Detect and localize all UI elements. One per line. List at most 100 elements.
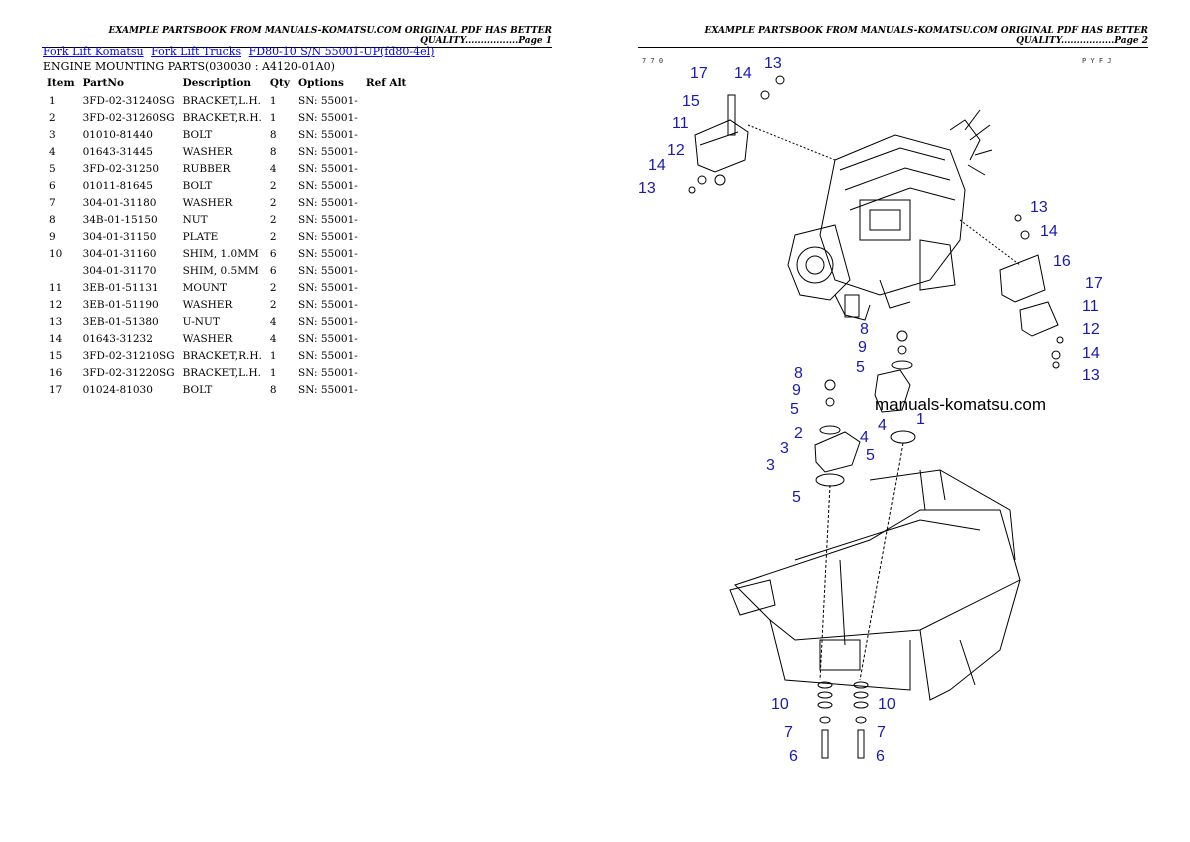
cell-partno: 01643-31232 bbox=[82, 332, 153, 345]
right-bracket-drawing bbox=[959, 214, 1064, 369]
col-header-options: Options bbox=[298, 77, 344, 89]
cell-description: BRACKET,L.H. bbox=[182, 94, 261, 107]
cell-description: BOLT bbox=[182, 179, 213, 192]
cell-options: SN: 55001- bbox=[298, 111, 358, 124]
cell-description: BOLT bbox=[182, 383, 213, 396]
cell-item: 9 bbox=[49, 230, 56, 243]
cell-options: SN: 55001- bbox=[298, 94, 358, 107]
callout-5: 5 bbox=[856, 359, 865, 376]
cell-qty: 4 bbox=[269, 162, 277, 175]
cell-item: 15 bbox=[49, 349, 63, 362]
parts-table: Item PartNo Description Qty Options Ref … bbox=[43, 76, 410, 398]
cell-partno: 01024-81030 bbox=[82, 383, 153, 396]
cell-ref-alt bbox=[362, 160, 411, 177]
callout-15: 15 bbox=[682, 93, 700, 110]
cell-ref-alt bbox=[362, 347, 411, 364]
cell-ref-alt bbox=[362, 330, 411, 347]
cell-qty: 2 bbox=[269, 230, 277, 243]
diagram-svg: 7 7 0 P Y F J bbox=[638, 55, 1112, 765]
parts-diagram: 7 7 0 P Y F J bbox=[620, 40, 1180, 784]
cell-options: SN: 55001- bbox=[298, 179, 358, 192]
callout-3: 3 bbox=[766, 457, 775, 474]
cell-description: BRACKET,R.H. bbox=[182, 349, 262, 362]
cell-qty: 2 bbox=[269, 298, 277, 311]
col-header-description: Description bbox=[182, 77, 252, 89]
cell-qty: 2 bbox=[269, 196, 277, 209]
page-header-left: EXAMPLE PARTSBOOK FROM MANUALS-KOMATSU.C… bbox=[42, 26, 552, 48]
callout-10: 10 bbox=[771, 696, 789, 713]
cell-ref-alt bbox=[362, 296, 411, 313]
callout-11: 11 bbox=[672, 115, 689, 132]
cell-item: 10 bbox=[49, 247, 63, 260]
breadcrumb-link-category[interactable]: Fork Lift Trucks bbox=[151, 45, 242, 58]
cell-options: SN: 55001- bbox=[298, 162, 358, 175]
cell-options: SN: 55001- bbox=[298, 196, 358, 209]
callout-13: 13 bbox=[1082, 367, 1100, 384]
callout-17: 17 bbox=[1085, 275, 1103, 292]
shims-bolts-drawing bbox=[817, 681, 869, 759]
cell-description: U-NUT bbox=[182, 315, 220, 328]
cell-partno: 01011-81645 bbox=[82, 179, 153, 192]
cell-ref-alt bbox=[362, 313, 411, 330]
callout-13: 13 bbox=[764, 55, 782, 72]
callout-14: 14 bbox=[734, 65, 752, 82]
diagram-corner-code-left: 7 7 0 bbox=[642, 57, 663, 65]
engine-drawing bbox=[787, 109, 993, 321]
cell-ref-alt bbox=[362, 228, 411, 245]
cell-description: PLATE bbox=[182, 230, 219, 243]
cell-partno: 3FD-02-31250 bbox=[82, 162, 160, 175]
cell-description: MOUNT bbox=[182, 281, 227, 294]
cell-options: SN: 55001- bbox=[298, 264, 358, 277]
cell-ref-alt bbox=[362, 364, 411, 381]
col-header-item: Item bbox=[47, 77, 75, 89]
breadcrumb: Fork Lift Komatsu Fork Lift Trucks FD80-… bbox=[43, 45, 438, 58]
cell-ref-alt bbox=[362, 143, 411, 160]
col-header-partno: PartNo bbox=[82, 77, 124, 89]
cell-item: 6 bbox=[49, 179, 56, 192]
cell-description: BRACKET,L.H. bbox=[182, 366, 261, 379]
cell-partno: 3EB-01-51131 bbox=[82, 281, 159, 294]
cell-qty: 6 bbox=[269, 264, 277, 277]
cell-qty: 1 bbox=[269, 349, 277, 362]
cell-description: SHIM, 1.0MM bbox=[182, 247, 259, 260]
cell-options: SN: 55001- bbox=[298, 128, 358, 141]
section-title: ENGINE MOUNTING PARTS(030030 : A4120-01A… bbox=[43, 60, 335, 73]
col-header-ref-alt: Ref Alt bbox=[365, 77, 407, 89]
cell-item: 11 bbox=[49, 281, 63, 294]
callout-17: 17 bbox=[690, 65, 708, 82]
cell-description: SHIM, 0.5MM bbox=[182, 264, 259, 277]
breadcrumb-link-model[interactable]: FD80-10 S/N 55001-UP(fd80-4el) bbox=[248, 45, 435, 58]
cell-partno: 01643-31445 bbox=[82, 145, 153, 158]
table-header-row: Item PartNo Description Qty Options Ref … bbox=[43, 76, 410, 92]
truck-frame-drawing bbox=[729, 469, 1021, 701]
cell-partno: 3EB-01-51380 bbox=[82, 315, 159, 328]
callout-4: 4 bbox=[878, 417, 887, 434]
cell-options: SN: 55001- bbox=[298, 315, 358, 328]
cell-qty: 2 bbox=[269, 281, 277, 294]
cell-description: WASHER bbox=[182, 298, 233, 311]
cell-options: SN: 55001- bbox=[298, 230, 358, 243]
cell-ref-alt bbox=[362, 126, 411, 143]
cell-description: WASHER bbox=[182, 196, 233, 209]
callout-labels: 17 14 13 15 11 12 14 13 13 14 16 17 11 1… bbox=[638, 55, 1103, 765]
upper-bracket-drawing bbox=[688, 75, 836, 194]
cell-ref-alt bbox=[362, 279, 411, 296]
callout-7: 7 bbox=[877, 724, 886, 741]
cell-description: WASHER bbox=[182, 145, 233, 158]
breadcrumb-link-brand[interactable]: Fork Lift Komatsu bbox=[43, 45, 144, 58]
callout-3: 4 bbox=[860, 429, 869, 446]
callout-14: 14 bbox=[1040, 223, 1058, 240]
callout-12: 12 bbox=[1082, 321, 1100, 338]
callout-1: 1 bbox=[916, 411, 925, 428]
cell-options: SN: 55001- bbox=[298, 366, 358, 379]
